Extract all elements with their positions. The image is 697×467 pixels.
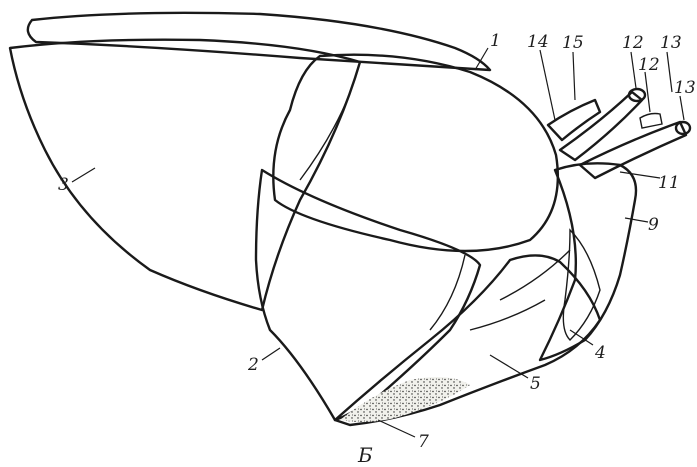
label-7: 7 (418, 432, 429, 452)
label-12b: 12 (638, 55, 660, 75)
label-13a: 13 (660, 33, 682, 53)
label-5: 5 (530, 374, 541, 394)
label-3: 3 (58, 175, 69, 195)
label-11: 11 (658, 173, 680, 193)
leader-lines (72, 48, 684, 437)
label-2: 2 (247, 355, 259, 375)
vessel-13 (580, 122, 686, 178)
fissure-lower (430, 255, 465, 330)
vessel-12 (560, 92, 642, 160)
label-12a: 12 (622, 33, 644, 53)
stippled-mass-right (540, 163, 636, 360)
fissure (300, 62, 360, 180)
label-14: 14 (527, 32, 549, 52)
vessel-15 (548, 100, 600, 140)
label-9: 9 (648, 215, 659, 235)
label-13b: 13 (674, 78, 696, 98)
label-4: 4 (594, 343, 606, 363)
vessel-12b (640, 114, 662, 129)
label-1: 1 (490, 31, 501, 51)
lobe-1 (273, 55, 558, 251)
label-15: 15 (562, 33, 584, 53)
figure-caption: Б (357, 443, 373, 467)
